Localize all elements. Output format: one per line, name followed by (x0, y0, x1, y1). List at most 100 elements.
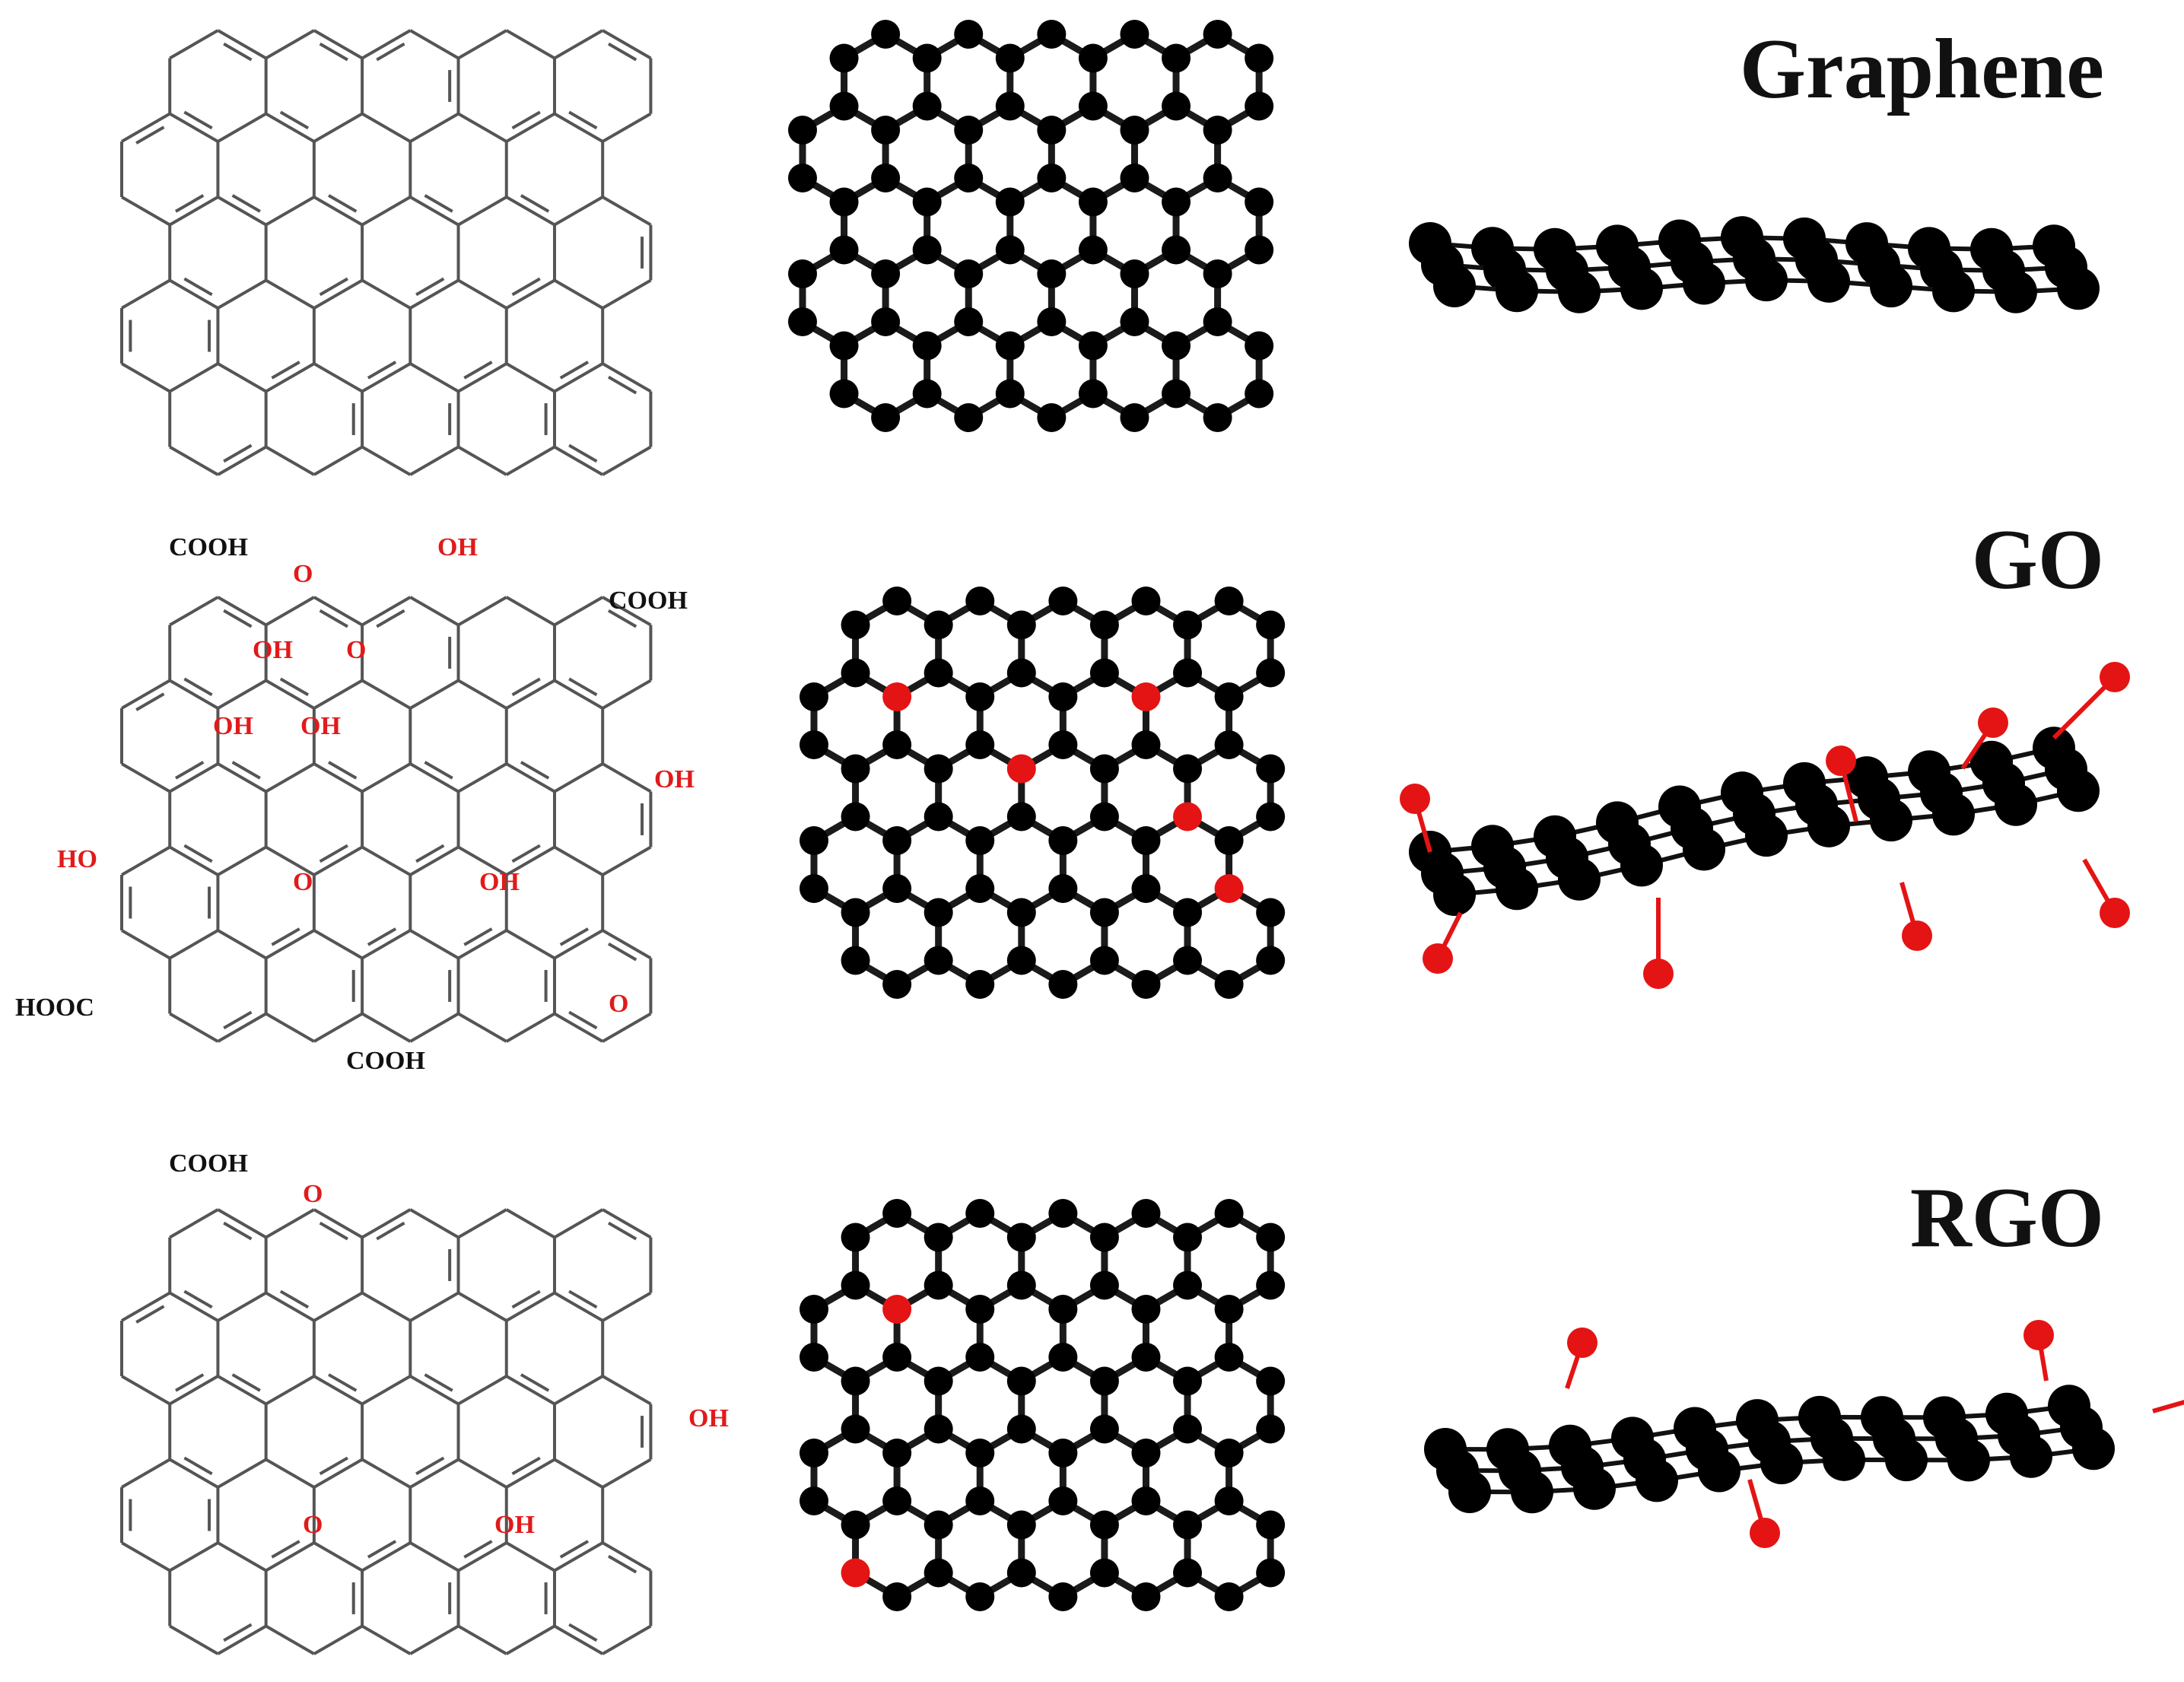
carbon-atom (1048, 826, 1078, 855)
bond-line (169, 362, 219, 393)
carbon-atom (1214, 826, 1244, 855)
go-structure (120, 596, 653, 1043)
carbon-atom (1683, 262, 1725, 305)
bond-line (313, 445, 364, 476)
carbon-atom (924, 802, 953, 831)
carbon-atom (1214, 1582, 1244, 1611)
carbon-atom (1006, 1414, 1036, 1444)
carbon-atom (829, 187, 859, 217)
carbon-atom (1078, 331, 1108, 361)
double-bond-line (463, 361, 493, 380)
carbon-atom (1203, 164, 1232, 192)
carbon-atom (1089, 1270, 1119, 1300)
bond-line (361, 679, 412, 710)
double-bond-line (328, 194, 358, 213)
functional-group-label: OH (494, 1511, 535, 1539)
carbon-atom (871, 116, 901, 145)
carbon-atom (1807, 804, 1850, 847)
carbon-atom (2010, 1435, 2052, 1478)
carbon-atom (1203, 307, 1232, 336)
bond-line (265, 362, 315, 393)
bond-line (169, 29, 219, 60)
bond-line (217, 929, 267, 960)
bond-line (553, 929, 604, 960)
carbon-atom (1078, 187, 1108, 217)
carbon-atom (1089, 610, 1119, 640)
bond-line (457, 596, 507, 627)
carbon-atom (841, 1366, 870, 1396)
carbon-atom (1745, 814, 1788, 857)
carbon-atom (800, 1295, 828, 1324)
double-bond-line (183, 1456, 213, 1476)
carbon-atom (1131, 1439, 1161, 1467)
carbon-atom (995, 187, 1025, 217)
double-bond-line (183, 1289, 213, 1309)
oxygen-atom (1567, 1327, 1597, 1358)
double-bond-line (319, 844, 348, 863)
bond-line (409, 1541, 459, 1572)
oxygen-atom (841, 1558, 870, 1588)
bond-line (169, 1375, 219, 1406)
carbon-atom (1006, 1270, 1036, 1300)
double-bond-line (463, 1540, 493, 1559)
carbon-atom (1173, 1366, 1203, 1396)
bond-line (361, 929, 412, 960)
bond-line (265, 1541, 315, 1572)
bond-line (169, 1624, 219, 1655)
double-bond-line (511, 1456, 541, 1476)
carbon-atom (1162, 187, 1191, 217)
double-bond-line (520, 761, 550, 780)
bond-line (409, 196, 459, 227)
double-bond-line (415, 1456, 445, 1476)
carbon-atom (1173, 1414, 1203, 1444)
carbon-atom (1131, 1343, 1161, 1372)
double-bond-line (279, 110, 310, 130)
carbon-atom (882, 587, 912, 615)
carbon-atom (882, 970, 912, 999)
bond-line (602, 1208, 652, 1239)
bond-line (602, 1012, 652, 1043)
bond-line (457, 1375, 507, 1406)
carbon-atom (2057, 769, 2100, 812)
carbon-atom (1131, 970, 1161, 999)
double-bond-line (319, 42, 348, 62)
carbon-atom (995, 235, 1025, 265)
carbon-atom (1131, 587, 1161, 615)
bond-line (217, 196, 267, 227)
bond-line (313, 1375, 364, 1406)
carbon-atom (800, 730, 828, 759)
bond-line (409, 1624, 459, 1655)
carbon-atom (1683, 828, 1725, 871)
double-bond-line (174, 1373, 205, 1392)
carbon-atom (912, 331, 942, 361)
carbon-atom (924, 658, 953, 688)
carbon-atom (912, 187, 942, 217)
carbon-atom (829, 91, 859, 121)
double-bond-line (135, 1305, 165, 1324)
carbon-atom (1048, 874, 1078, 903)
oxygen-atom (1826, 746, 1856, 776)
double-bond-line (559, 927, 590, 946)
undefined-structure (120, 29, 653, 476)
double-bond-line (271, 1540, 300, 1559)
carbon-atom (1214, 682, 1244, 711)
carbon-atom (1203, 259, 1232, 288)
carbon-atom (1173, 754, 1203, 784)
bond-line (553, 762, 604, 793)
double-bond-line (328, 1373, 358, 1392)
bond-line (457, 679, 507, 710)
go-title: GO (1971, 513, 2104, 607)
bond-line (505, 596, 555, 627)
carbon-atom (1006, 1510, 1036, 1540)
carbon-atom (912, 91, 942, 121)
bond-line (265, 112, 315, 143)
bond-line (457, 29, 507, 60)
bond-line (602, 29, 652, 60)
bond-line (553, 1541, 604, 1572)
carbon-atom (924, 1270, 953, 1300)
carbon-atom (1120, 259, 1149, 288)
bond-line (169, 278, 219, 310)
carbon-atom (1947, 1439, 1990, 1482)
double-bond-line (568, 1623, 598, 1642)
double-bond-line (415, 277, 445, 297)
